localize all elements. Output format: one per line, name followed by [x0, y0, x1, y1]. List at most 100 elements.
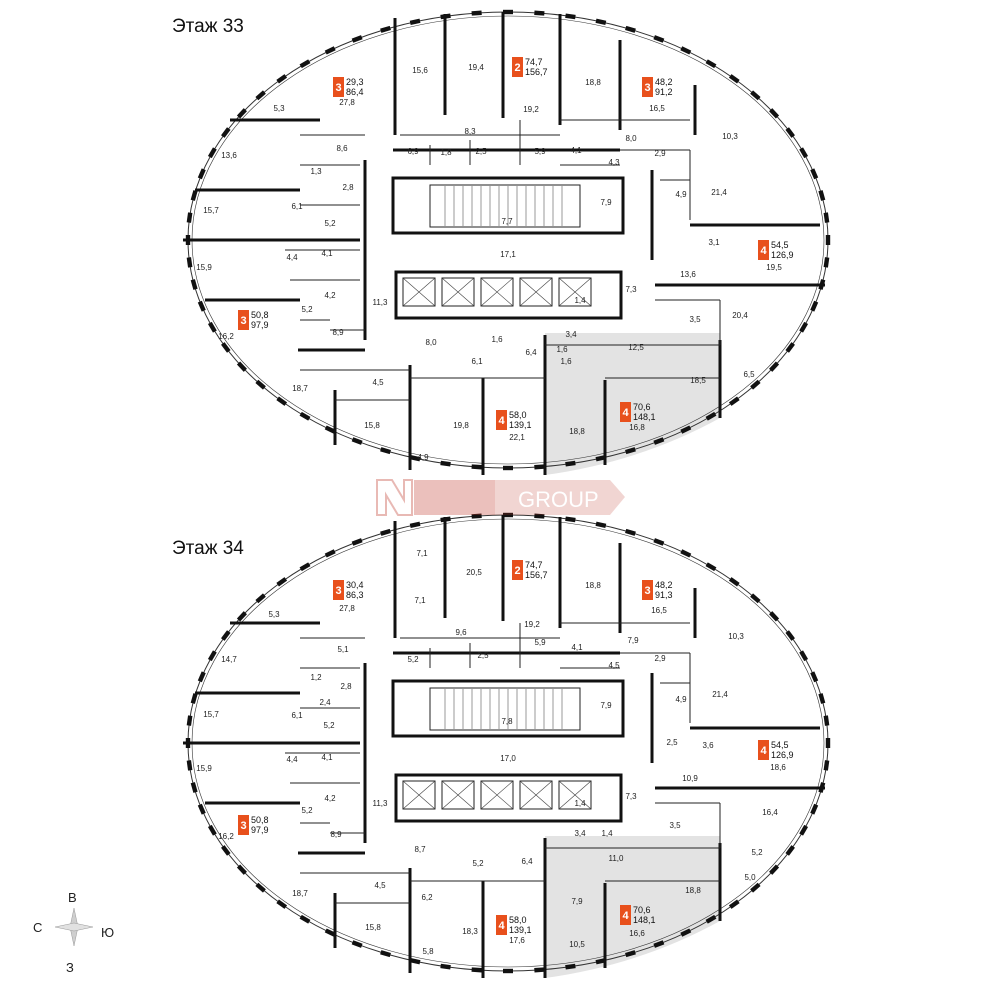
- room-area-label: 5,8: [422, 947, 434, 956]
- facade-column: [750, 379, 761, 390]
- room-area-label: 19,8: [453, 421, 469, 430]
- facade-column: [750, 90, 761, 101]
- room-area-label: 19,5: [766, 263, 782, 272]
- facade-column: [680, 549, 692, 558]
- room-area-label: 6,1: [291, 202, 303, 211]
- room-area-label: 3,4: [565, 330, 577, 339]
- facade-column: [653, 940, 665, 948]
- facade-column: [799, 650, 809, 662]
- elevator-shaft: [519, 780, 553, 810]
- room-area-label: 15,9: [196, 764, 212, 773]
- room-area-label: 4,3: [608, 158, 620, 167]
- room-area-label: 4,2: [324, 291, 336, 300]
- room-area-label: 7,8: [501, 717, 513, 726]
- facade-column: [440, 460, 451, 467]
- compass-south: З: [66, 960, 74, 975]
- elevator-cross: [558, 780, 592, 810]
- facade-column: [221, 127, 231, 138]
- room-area-label: 1,4: [574, 296, 586, 305]
- facade-column: [276, 577, 288, 587]
- badge-living-area: 70,6: [633, 905, 651, 915]
- facade-column: [785, 845, 795, 856]
- room-area-label: 21,4: [711, 188, 727, 197]
- facade-column: [409, 521, 421, 529]
- facade-column: [565, 13, 576, 20]
- room-area-label: 17,1: [500, 250, 516, 259]
- badge-rooms-bg: [620, 402, 631, 422]
- room-area-label: 22,1: [509, 433, 525, 442]
- room-area-label: 6,5: [743, 370, 755, 379]
- floor-title-33: Этаж 33: [172, 16, 244, 37]
- room-area-label: 2,8: [340, 682, 352, 691]
- facade-column: [255, 90, 266, 101]
- facade-column: [769, 108, 780, 119]
- room-area-label: 2,9: [654, 149, 666, 158]
- room-area-label: 18,5: [690, 376, 706, 385]
- facade-column: [785, 630, 795, 641]
- room-area-label: 5,2: [407, 655, 419, 664]
- room-area-label: 15,8: [364, 421, 380, 430]
- facade-column: [380, 25, 391, 33]
- room-area-label: 4,9: [417, 453, 429, 462]
- facade-column: [825, 738, 831, 748]
- facade-column: [236, 864, 247, 875]
- facade-column: [565, 963, 576, 970]
- facade-column: [380, 950, 391, 958]
- room-area-label: 4,1: [321, 249, 333, 258]
- logo-text: GROUP: [518, 487, 599, 512]
- facade-column: [534, 513, 545, 519]
- compass-west: С: [33, 920, 42, 935]
- elevator-cross: [402, 780, 436, 810]
- badge-total-area: 139,1: [509, 420, 532, 430]
- badge-rooms-bg: [496, 410, 507, 430]
- elevator-shaft: [480, 780, 514, 810]
- facade-column: [276, 396, 288, 406]
- facade-column: [351, 940, 363, 948]
- room-area-label: 17,0: [500, 754, 516, 763]
- facade-column: [409, 454, 421, 462]
- facade-column: [276, 899, 288, 909]
- facade-column: [299, 914, 311, 924]
- room-area-label: 7,9: [600, 198, 612, 207]
- room-area-label: 1,6: [491, 335, 503, 344]
- badge-room-count: 2: [514, 62, 520, 74]
- facade-column: [197, 300, 206, 312]
- room-area-label: 3,4: [574, 829, 586, 838]
- badge-living-area: 48,2: [655, 77, 673, 87]
- highlighted-apartment: [545, 333, 720, 475]
- room-area-label: 16,2: [218, 832, 234, 841]
- room-area-label: 19,2: [524, 620, 540, 629]
- facade-column: [236, 108, 247, 119]
- facade-column: [823, 715, 830, 726]
- facade-column: [409, 18, 421, 26]
- badge-total-area: 97,9: [251, 320, 269, 330]
- badge-living-area: 54,5: [771, 240, 789, 250]
- badge-total-area: 156,7: [525, 570, 548, 580]
- room-area-label: 1,6: [560, 357, 572, 366]
- room-area-label: 4,9: [675, 190, 687, 199]
- facade-column: [653, 437, 665, 445]
- facade-column: [351, 35, 363, 43]
- facade-column: [565, 460, 576, 467]
- facade-column: [186, 715, 193, 726]
- room-area-label: 7,7: [501, 217, 513, 226]
- facade-column: [190, 782, 198, 793]
- facade-column: [255, 882, 266, 893]
- room-area-label: 1,4: [601, 829, 613, 838]
- facade-column: [750, 882, 761, 893]
